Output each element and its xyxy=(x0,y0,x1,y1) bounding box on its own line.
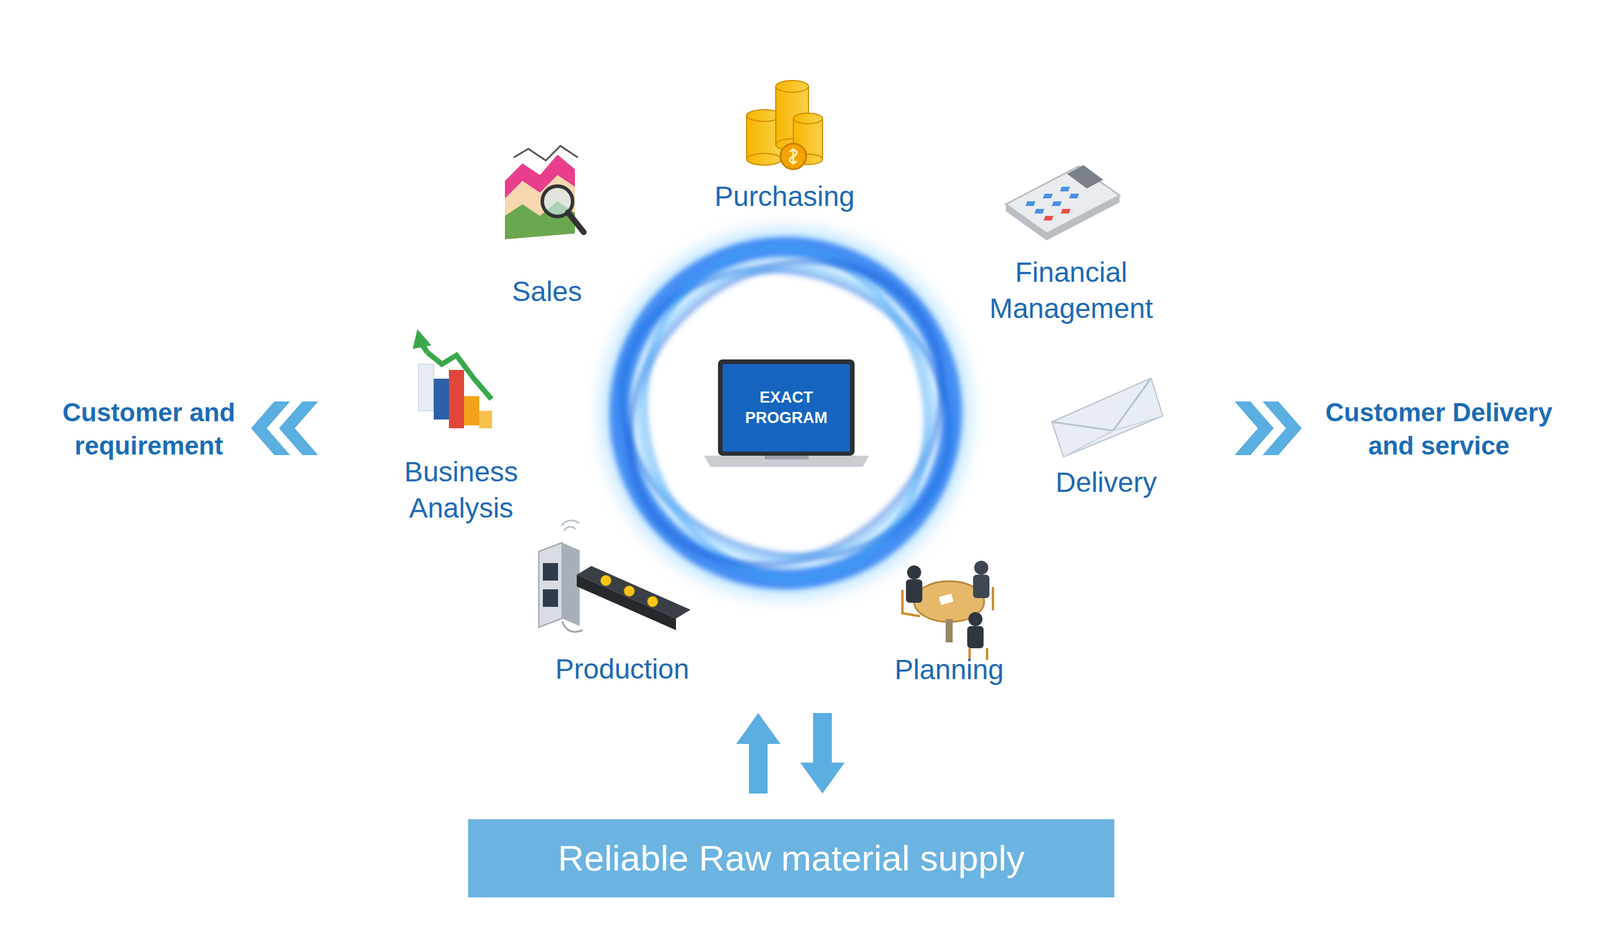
module-label: Sales xyxy=(471,273,623,310)
chevron-left xyxy=(251,401,319,456)
module-label: Planning xyxy=(873,652,1026,689)
laptop-screen: EXACT PROGRAM xyxy=(722,364,850,452)
node-text: Reliable Raw material supply xyxy=(558,835,1025,883)
flow-label: Customer and requirement xyxy=(52,395,246,463)
coins-icon xyxy=(746,80,823,170)
module-label: Purchasing xyxy=(691,178,878,215)
calculator-icon xyxy=(1005,165,1120,241)
laptop-icon xyxy=(703,359,870,467)
sales-chart-icon xyxy=(504,145,584,240)
bar-chart-icon xyxy=(412,329,493,429)
envelope-icon xyxy=(1051,378,1163,458)
flow-label: Customer Delivery and service xyxy=(1316,395,1562,463)
chevron-right xyxy=(1234,401,1302,456)
module-label: Business Analysis xyxy=(391,454,532,528)
exchange-arrows xyxy=(736,713,845,794)
meeting-icon xyxy=(902,560,993,661)
module-label: Production xyxy=(534,651,710,688)
module-label: Delivery xyxy=(1030,464,1183,501)
node-text: EXACT PROGRAM xyxy=(739,387,833,429)
module-label: Financial Management xyxy=(977,254,1165,328)
supply-box: Reliable Raw material supply xyxy=(468,819,1115,898)
production-machine-icon xyxy=(538,520,691,633)
glow-ring xyxy=(567,199,1003,628)
